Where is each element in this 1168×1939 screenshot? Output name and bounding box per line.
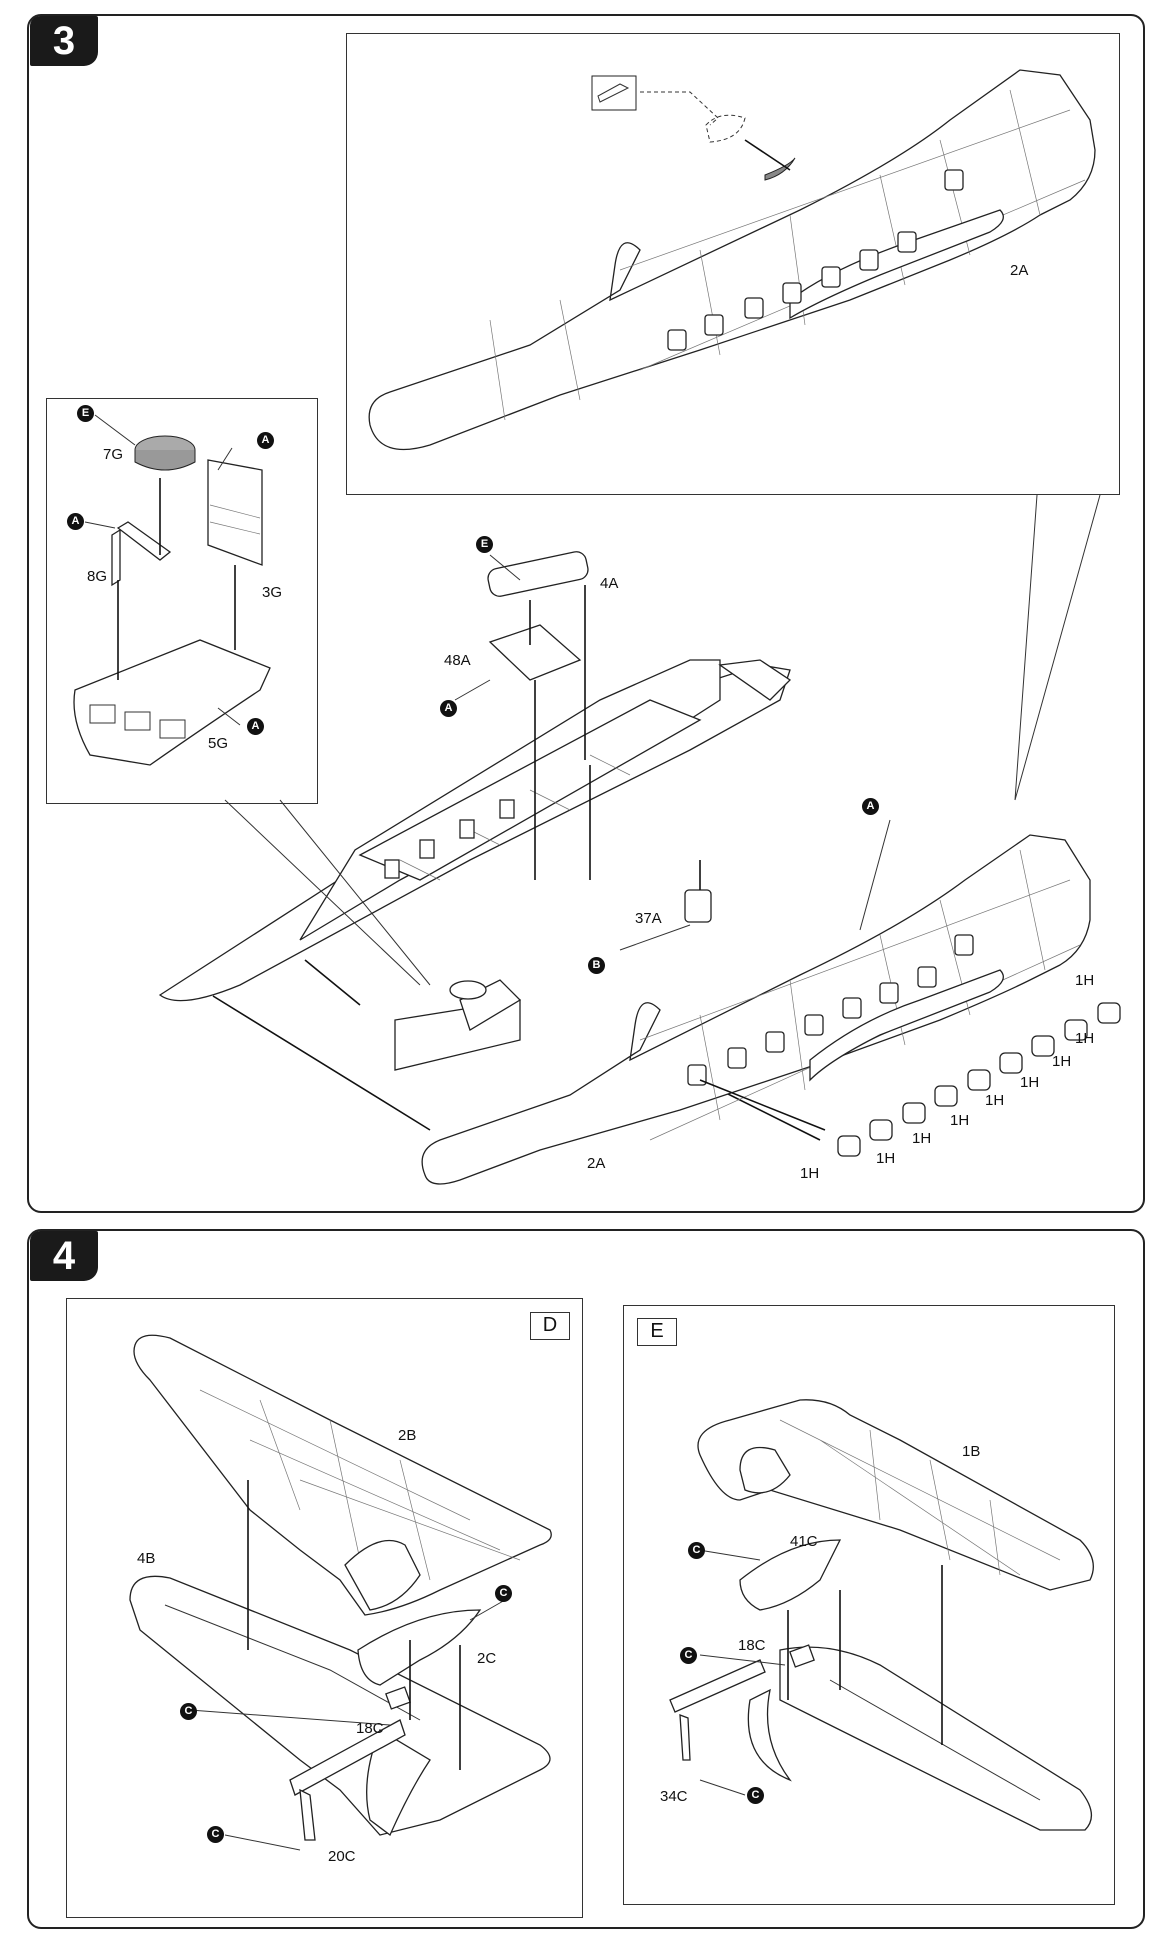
label-window-1h: 1H [950, 1112, 970, 1129]
callout-a-backrest: A [257, 432, 274, 449]
view-e-letter: E [637, 1318, 677, 1346]
label-window-1h: 1H [1075, 1030, 1095, 1047]
label-lower-wing-4b: 4B [137, 1550, 156, 1567]
callout-c-gear-d: C [207, 1826, 224, 1843]
label-bracket-8g: 8G [87, 568, 108, 585]
label-strut-18c: 18C [356, 1720, 384, 1737]
fuselage-right-half [421, 834, 1091, 1185]
callout-a-panel: A [440, 700, 457, 717]
callout-c-nacelle-e: C [688, 1542, 705, 1559]
label-fuselage-2a-inset: 2A [1010, 262, 1029, 279]
label-window-frame-4a: 4A [600, 575, 619, 592]
label-box-37a: 37A [635, 910, 662, 927]
step-3-number: 3 [30, 16, 98, 66]
wing-d-assembly [129, 1334, 552, 1841]
label-strut-18c: 18C [738, 1637, 766, 1654]
callout-c-strut-e: C [680, 1647, 697, 1664]
label-window-1h: 1H [1020, 1074, 1040, 1091]
view-d-letter: D [530, 1312, 570, 1340]
callout-a-base: A [247, 718, 264, 735]
label-gear-20c: 20C [328, 1848, 356, 1865]
fuselage-right-half-inset [368, 69, 1096, 451]
label-base-5g: 5G [208, 735, 229, 752]
label-nacelle-2c: 2C [477, 1650, 497, 1667]
callout-e-window: E [476, 536, 493, 553]
fuselage-left-half-interior [158, 659, 792, 1071]
label-window-1h: 1H [912, 1130, 932, 1147]
callout-c-gear-e: C [747, 1787, 764, 1804]
seat-assembly-inset [73, 414, 271, 766]
label-seat-7g: 7G [103, 446, 124, 463]
label-window-1h: 1H [876, 1150, 896, 1167]
wing-e-assembly [669, 1399, 1094, 1831]
window-parts [837, 1002, 1121, 1157]
callout-e-cushion: E [77, 405, 94, 422]
label-nacelle-41c: 41C [790, 1533, 818, 1550]
callout-a-bracket: A [67, 513, 84, 530]
label-fuselage-2a: 2A [587, 1155, 606, 1172]
label-gear-34c: 34C [660, 1788, 688, 1805]
label-window-1h: 1H [1052, 1053, 1072, 1070]
label-upper-wing-2b: 2B [398, 1427, 417, 1444]
callout-c-strut-d: C [180, 1703, 197, 1720]
label-backrest-3g: 3G [262, 584, 283, 601]
label-panel-48a: 48A [444, 652, 471, 669]
callout-b-box: B [588, 957, 605, 974]
callout-a-fuselage: A [862, 798, 879, 815]
label-window-1h: 1H [1075, 972, 1095, 989]
label-window-1h: 1H [985, 1092, 1005, 1109]
callout-c-nacelle-d: C [495, 1585, 512, 1602]
step-4-number: 4 [30, 1231, 98, 1281]
label-upper-wing-1b: 1B [962, 1443, 981, 1460]
label-window-1h: 1H [800, 1165, 820, 1182]
